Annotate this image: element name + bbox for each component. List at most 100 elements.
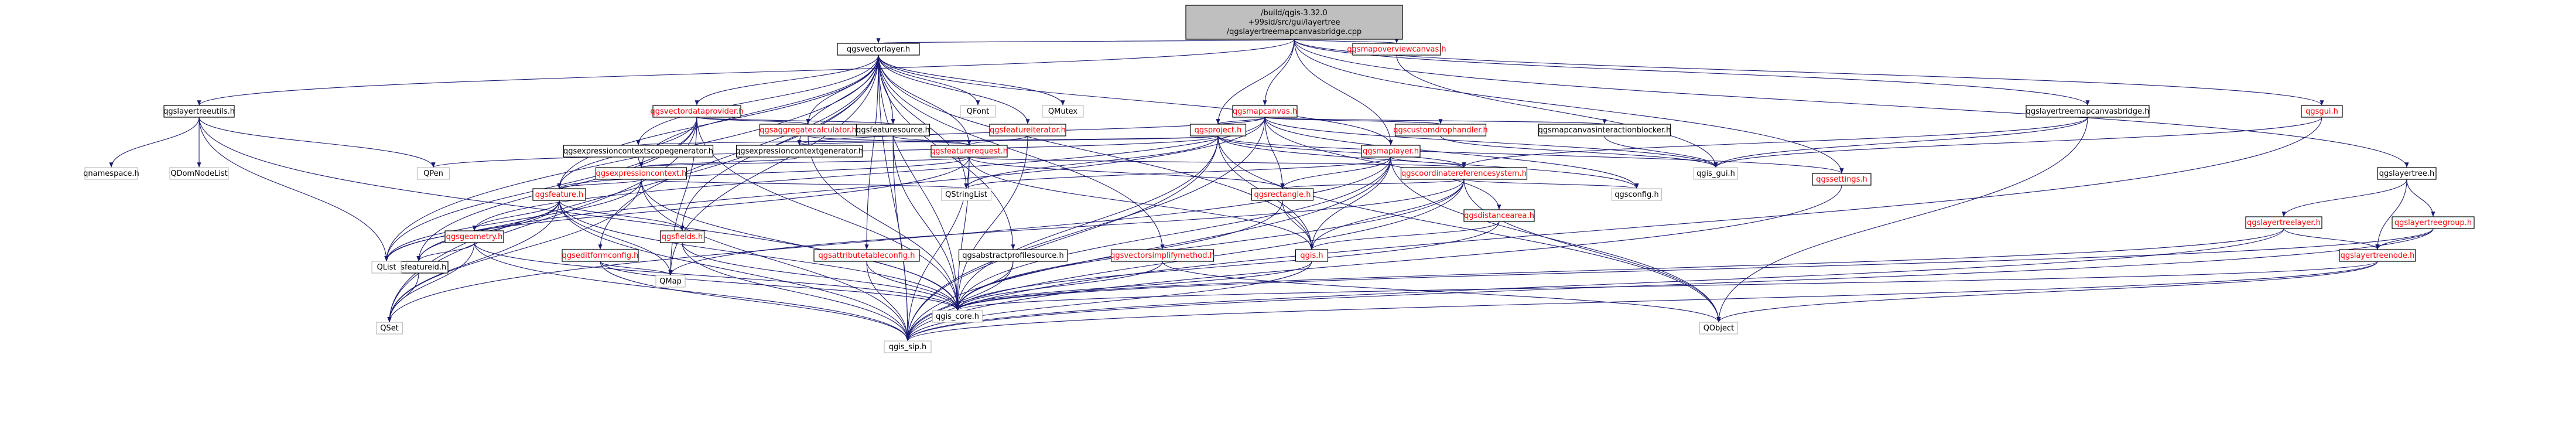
edge-qgsexpressioncontext-to-qgsfeature bbox=[557, 179, 642, 189]
node-qgsabstractprofilesource[interactable]: qgsabstractprofilesource.h bbox=[958, 249, 1068, 262]
edge-qgslayertreemapcanvasbridge-to-qgscoordinatereferencesystem bbox=[1462, 117, 2088, 168]
node-label: qgsvectordataprovider.h bbox=[651, 107, 744, 116]
node-qgsvectorlayer[interactable]: qgsvectorlayer.h bbox=[837, 43, 920, 56]
node-qgssettings[interactable]: qgssettings.h bbox=[1812, 173, 1872, 186]
node-qstringlist: QStringList bbox=[940, 188, 992, 201]
node-label: qgis_core.h bbox=[936, 312, 979, 321]
node-qgsgeometry[interactable]: qgsgeometry.h bbox=[444, 230, 504, 243]
edge-qgsmaplayer-to-qgis_sip bbox=[905, 156, 1391, 342]
node-qgslayertreeutils[interactable]: qgslayertreeutils.h bbox=[163, 105, 235, 118]
node-label: QObject bbox=[1703, 324, 1735, 333]
edge-qgsexpressioncontext-to-qgis_sip bbox=[641, 179, 910, 342]
node-qgis_sip: qgis_sip.h bbox=[884, 340, 932, 353]
node-label: qgis_sip.h bbox=[889, 343, 926, 352]
node-qgsmaplayer[interactable]: qgsmaplayer.h bbox=[1361, 145, 1421, 158]
node-label: qgsvectorsimplifymethod.h bbox=[1110, 251, 1215, 260]
edge-qgsexpressioncontext-to-qstringlist bbox=[641, 179, 968, 189]
node-qgsattributetableconfig[interactable]: qgsattributetableconfig.h bbox=[813, 249, 920, 262]
node-qgsconfig: qgsconfig.h bbox=[1611, 188, 1662, 201]
node-qgsmapcanvas[interactable]: qgsmapcanvas.h bbox=[1232, 105, 1298, 118]
node-label: qgsproject.h bbox=[1195, 126, 1242, 135]
node-label: qgsfeatureid.h bbox=[391, 263, 446, 272]
edge-root-to-qgslayertreeutils bbox=[197, 39, 1295, 106]
node-label: qgsconfig.h bbox=[1614, 190, 1658, 199]
edge-qgsproject-to-qstringlist bbox=[964, 135, 1219, 189]
edge-qgsvectorlayer-to-qset bbox=[387, 54, 879, 323]
node-qgsfields[interactable]: qgsfields.h bbox=[659, 230, 705, 243]
edge-qgslayertreemapcanvasbridge-to-qgis_gui bbox=[1713, 117, 2088, 168]
edge-qgsaggregatecalculator-to-qgsfeaturerequest bbox=[808, 135, 971, 146]
node-label: qgscustomdrophandler.h bbox=[1393, 126, 1488, 135]
edge-root-to-qgslayertree bbox=[1294, 39, 2409, 168]
node-qgsdistancearea[interactable]: qgsdistancearea.h bbox=[1463, 209, 1535, 222]
node-qgslayertreemapcanvasbridge[interactable]: qgslayertreemapcanvasbridge.h bbox=[2026, 105, 2150, 118]
edge-root-to-qgsproject bbox=[1216, 39, 1295, 125]
edge-qgscoordinatereferencesystem-to-qgis bbox=[1309, 179, 1465, 250]
edge-qgsfeatureid-to-qset bbox=[387, 272, 419, 323]
edge-qgsfeaturerequest-to-qgscoordinatereferencesystem bbox=[969, 156, 1466, 168]
node-qgis[interactable]: qgis.h bbox=[1295, 249, 1329, 262]
edge-qgsfeature-to-qgis_sip bbox=[559, 200, 910, 342]
node-label: qgsfeatureiterator.h bbox=[990, 126, 1066, 135]
node-qgsproject[interactable]: qgsproject.h bbox=[1189, 124, 1247, 137]
node-qgsexpressioncontextgenerator[interactable]: qgsexpressioncontextgenerator.h bbox=[735, 145, 863, 158]
edge-qgsexpressioncontext-to-qset bbox=[387, 179, 642, 323]
edge-qgsmapcanvas-to-qgsmapcanvasinteractionblocker bbox=[1264, 117, 1606, 125]
node-qlist: QList bbox=[371, 261, 402, 274]
node-label: qgsgeometry.h bbox=[446, 233, 503, 241]
edge-qgsgui-to-qgis_gui bbox=[1713, 117, 2322, 168]
node-label: qgsfeature.h bbox=[535, 190, 584, 199]
node-qgsaggregatecalculator[interactable]: qgsaggregatecalculator.h bbox=[759, 124, 857, 137]
edge-qgslayertreeutils-to-qpen bbox=[199, 117, 436, 168]
edge-qgsmaplayer-to-qgsrectangle bbox=[1280, 156, 1391, 189]
edge-qgsvectorlayer-to-qgsattributetableconfig bbox=[864, 54, 879, 250]
node-qgscustomdrophandler[interactable]: qgscustomdrophandler.h bbox=[1393, 124, 1488, 137]
edge-qgsmapcanvas-to-qgis_gui bbox=[1264, 117, 1718, 168]
node-qgscoordinatereferencesystem[interactable]: qgscoordinatereferencesystem.h bbox=[1400, 167, 1528, 180]
edge-qgsvectordataprovider-to-qmap bbox=[668, 117, 697, 276]
edge-qgsexpressioncontext-to-qgis_core bbox=[641, 179, 960, 311]
edge-qgsfeaturesource-to-qgis_sip bbox=[892, 135, 910, 342]
node-label: QMutex bbox=[1048, 107, 1078, 116]
node-qgsfeatureid[interactable]: qgsfeatureid.h bbox=[389, 261, 449, 274]
edge-qgsdistancearea-to-qgis_core bbox=[955, 221, 1500, 311]
edge-qgslayertreeutils-to-qnamespace bbox=[109, 117, 200, 168]
node-qgsfeatureiterator[interactable]: qgsfeatureiterator.h bbox=[989, 124, 1066, 137]
edge-root-to-qgssettings bbox=[1294, 39, 1844, 174]
edge-root-to-qgsmaplayer bbox=[1294, 39, 1393, 146]
node-label: QMap bbox=[659, 277, 682, 286]
node-qgsvectordataprovider[interactable]: qgsvectordataprovider.h bbox=[651, 105, 744, 118]
node-qgslayertreelayer[interactable]: qgslayertreelayer.h bbox=[2245, 216, 2322, 229]
node-qgsfeaturerequest[interactable]: qgsfeaturerequest.h bbox=[930, 145, 1008, 158]
node-qgsgui[interactable]: qgsgui.h bbox=[2301, 105, 2343, 118]
edge-qgsmaplayer-to-qstringlist bbox=[964, 156, 1391, 189]
node-qgslayertreenode[interactable]: qgslayertreenode.h bbox=[2339, 249, 2416, 262]
edge-qgsmaplayer-to-qset bbox=[387, 156, 1391, 323]
node-qgsrectangle[interactable]: qgsrectangle.h bbox=[1251, 188, 1314, 201]
node-qgseditformconfig[interactable]: qgseditformconfig.h bbox=[562, 249, 639, 262]
edge-qgsfeaturerequest-to-qgsfeature bbox=[557, 156, 970, 189]
node-qgsfeaturesource[interactable]: qgsfeaturesource.h bbox=[856, 124, 930, 137]
node-qgsexpressioncontext[interactable]: qgsexpressioncontext.h bbox=[595, 167, 687, 180]
node-label: QPen bbox=[423, 169, 443, 178]
node-label: QList bbox=[377, 263, 396, 272]
node-qgsfeature[interactable]: qgsfeature.h bbox=[532, 188, 586, 201]
node-qgsmapcanvasinteractionblocker[interactable]: qgsmapcanvasinteractionblocker.h bbox=[1538, 124, 1671, 137]
node-root[interactable]: /build/qgis-3.32.0+99sid/src/gui/layertr… bbox=[1185, 5, 1403, 40]
edge-qgsaggregatecalculator-to-qgis_core bbox=[808, 135, 960, 311]
edge-qgsvectordataprovider-to-qgsaggregatecalculator bbox=[696, 117, 810, 125]
node-qgis_core: qgis_core.h bbox=[932, 310, 983, 323]
edge-qgis-to-qgis_core bbox=[955, 261, 1312, 311]
node-qgsmapoverviewcanvas[interactable]: qgsmapoverviewcanvas.h bbox=[1347, 43, 1446, 56]
edge-qgsvectorlayer-to-qlist bbox=[384, 54, 879, 262]
node-qgsexpressioncontextscopegenerator[interactable]: qgsexpressioncontextscopegenerator.h bbox=[563, 145, 714, 158]
node-qgslayertreegroup[interactable]: qgslayertreegroup.h bbox=[2392, 216, 2475, 229]
node-label: qgslayertreemapcanvasbridge.h bbox=[2026, 107, 2150, 116]
edge-qgsproject-to-qgis_core bbox=[955, 135, 1219, 311]
edge-qgsgeometry-to-qgis_sip bbox=[474, 242, 910, 342]
node-qgslayertree[interactable]: qgslayertree.h bbox=[2377, 167, 2437, 180]
edge-qgslayertreegroup-to-qgis_sip bbox=[905, 228, 2434, 342]
node-label: qgsattributetableconfig.h bbox=[818, 251, 915, 260]
node-qgsvectorsimplifymethod[interactable]: qgsvectorsimplifymethod.h bbox=[1110, 249, 1215, 262]
node-label: qgsvectorlayer.h bbox=[847, 45, 910, 54]
